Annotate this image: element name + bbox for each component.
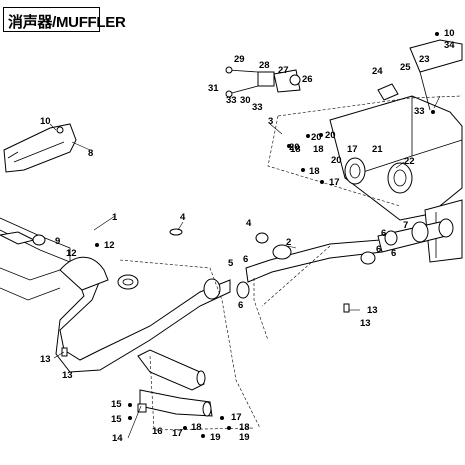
callout-17d: 17 [172, 428, 183, 439]
callout-24: 24 [372, 66, 383, 77]
callout-10a: 10 [40, 116, 51, 127]
callout-labels: 1 2 3 4 4 5 6 6 6 6 6 7 8 9 10 10 12 12 … [40, 28, 455, 444]
callout-19b: 19 [210, 432, 221, 443]
callout-28: 28 [259, 60, 270, 71]
callout-3: 3 [268, 116, 273, 127]
gasket-rings [61, 228, 398, 413]
callout-2: 2 [286, 237, 291, 248]
callout-27: 27 [278, 65, 289, 76]
callout-20b: 20 [325, 130, 336, 141]
callout-4a: 4 [180, 212, 186, 223]
diagram-title: 消声器/MUFFLER [8, 14, 126, 31]
title-box: 消声器/MUFFLER [3, 7, 126, 32]
callout-18e: 18 [290, 144, 301, 155]
muffler-assembly [225, 39, 463, 263]
callout-18d: 18 [191, 422, 202, 433]
callout-16: 16 [152, 426, 163, 437]
callout-6a: 6 [243, 254, 248, 265]
heat-shield-left [3, 123, 77, 173]
callout-6c: 6 [381, 228, 386, 239]
callout-6b: 6 [238, 300, 243, 311]
fastener-dots [95, 32, 439, 438]
callout-17b: 17 [329, 177, 340, 188]
callout-15a: 15 [111, 399, 122, 410]
callout-4b: 4 [246, 218, 252, 229]
callout-20c: 20 [331, 155, 342, 166]
callout-22: 22 [404, 156, 415, 167]
callout-23: 23 [419, 54, 430, 65]
mid-pipe [245, 218, 454, 283]
callout-19a: 19 [239, 432, 250, 443]
callout-6d: 6 [376, 244, 381, 255]
callout-20a: 20 [311, 132, 322, 143]
callout-33c: 33 [414, 106, 425, 117]
callout-17a: 17 [347, 144, 358, 155]
callout-33b: 33 [252, 102, 263, 113]
callout-15b: 15 [111, 414, 122, 425]
callout-18a: 18 [313, 144, 324, 155]
callout-6e: 6 [391, 248, 396, 259]
callout-13b: 13 [360, 318, 371, 329]
callout-1: 1 [112, 212, 118, 223]
callout-13a: 13 [367, 305, 378, 316]
callout-31: 31 [208, 83, 219, 94]
callout-12a: 12 [104, 240, 115, 251]
callout-29: 29 [234, 54, 245, 65]
callout-30: 30 [240, 95, 251, 106]
callout-13c: 13 [40, 354, 51, 365]
leader-lines [49, 95, 441, 439]
callout-8: 8 [88, 148, 93, 159]
callout-17c: 17 [231, 412, 242, 423]
callout-20d: 20 [289, 142, 300, 153]
callout-5: 5 [228, 258, 234, 269]
callout-33a: 33 [226, 95, 237, 106]
callout-34: 34 [444, 40, 455, 51]
callout-14: 14 [112, 433, 123, 444]
callout-10b: 10 [444, 28, 455, 39]
callout-18c: 18 [239, 422, 250, 433]
callout-13d: 13 [62, 370, 73, 381]
dashed-group-lines [119, 95, 463, 431]
callout-12b: 12 [66, 248, 77, 259]
callout-9: 9 [55, 236, 60, 247]
callout-7: 7 [403, 220, 408, 231]
header-pipe-assembly [0, 217, 231, 417]
callout-26: 26 [302, 74, 313, 85]
callout-21: 21 [372, 144, 383, 155]
callout-18b: 18 [309, 166, 320, 177]
callout-25: 25 [400, 62, 411, 73]
